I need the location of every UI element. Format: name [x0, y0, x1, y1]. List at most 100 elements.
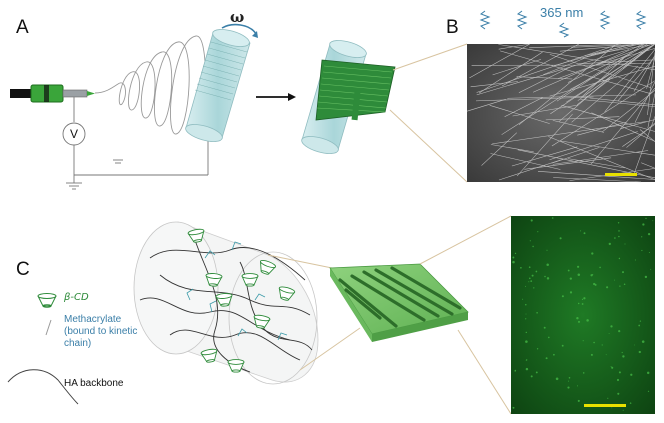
sem-fiber [567, 53, 630, 83]
sem-fiber [469, 43, 530, 79]
fluorescence-speck [648, 251, 650, 254]
sem-fiber [501, 43, 580, 87]
zoom-line-sheet-bottom [457, 329, 512, 415]
syringe-plunger [10, 89, 32, 98]
fluorescence-speck [569, 291, 573, 294]
sem-fiber [537, 171, 656, 180]
sem-fiber [492, 121, 647, 145]
sem-fiber [620, 119, 656, 130]
sem-fiber [617, 56, 656, 102]
voltage-circuit [62, 97, 209, 190]
zoom-line-top [392, 43, 468, 71]
sem-fiber [524, 157, 612, 170]
sem-fiber [498, 158, 564, 181]
fluorescence-speck [536, 312, 538, 314]
fluorescence-speck [546, 249, 548, 251]
fluorescence-speck [528, 281, 530, 283]
fluorescence-speck [559, 237, 562, 240]
fluorescence-speck [610, 325, 613, 328]
beta-cd-cup [187, 228, 205, 243]
fluorescence-speck [530, 280, 533, 282]
sem-fiber [512, 104, 578, 117]
sem-fiber [556, 43, 645, 102]
sem-fiber [489, 105, 550, 124]
fluorescence-speck [525, 331, 527, 334]
fluorescence-speck [644, 275, 648, 279]
fluorescence-speck [581, 303, 584, 305]
uv-wave-icon [516, 10, 528, 30]
sem-fiber [577, 121, 627, 136]
legend-methacrylate-2: (bound to kinetic [64, 326, 137, 337]
sem-fiber [470, 81, 518, 88]
zoom-line-cyl-top [267, 254, 333, 269]
zoom-line-bottom [389, 109, 468, 183]
sem-fiber [585, 43, 656, 96]
fluorescence-speck [530, 219, 533, 222]
fluorescence-speck [599, 266, 601, 269]
legend-methacrylate-3: chain) [64, 338, 91, 349]
fluorescence-speck [533, 287, 535, 289]
sem-fiber [566, 43, 656, 103]
sem-fiber [583, 43, 640, 58]
fluorescence-speck [605, 354, 607, 356]
rotation-arrow [221, 23, 257, 35]
fluorescence-speck [592, 274, 594, 276]
aligned-fiber-sheet [329, 263, 469, 342]
fluorescence-speck [569, 277, 572, 280]
fluorescence-speck [561, 344, 564, 347]
fluorescence-speck [580, 230, 582, 232]
fluorescence-speck [622, 355, 625, 358]
beta-cd-cup [215, 293, 233, 307]
sem-fiber [551, 147, 600, 164]
fluorescence-speck [608, 332, 610, 334]
fluorescence-speck [577, 302, 580, 305]
sem-fiber [498, 44, 656, 71]
sem-fiber [545, 116, 620, 121]
fluorescence-speck [591, 252, 594, 255]
fluorescence-speck [545, 357, 548, 360]
fluorescence-speck [576, 317, 579, 320]
fluorescence-speck [590, 274, 593, 277]
fluorescence-speck [641, 340, 645, 343]
sem-fiber [490, 153, 561, 170]
methacrylate-linkers [186, 241, 288, 341]
fluorescence-speck [618, 235, 620, 238]
fluorescence-speck [586, 319, 589, 322]
needle-tip [87, 91, 95, 96]
sem-fiber [561, 105, 656, 132]
fluorescence-speck [577, 273, 581, 276]
fluorescence-speck [543, 326, 546, 329]
rotation-arrowhead [252, 31, 258, 38]
uv-light-indicators [479, 10, 647, 38]
methacrylate-icon [45, 319, 52, 336]
fluorescence-speck [618, 371, 621, 374]
legend-beta-cd: β-CD [63, 292, 89, 303]
sem-fiber [559, 43, 646, 52]
fluorescence-speck [634, 344, 636, 346]
beta-cd-cup [205, 273, 223, 287]
fluorescence-scale-bar [584, 404, 626, 407]
voltage-symbol: V [70, 127, 78, 141]
sem-fiber [516, 76, 573, 80]
fluorescence-speck [645, 217, 647, 220]
fluorescence-speck [537, 231, 539, 233]
beta-cd-cups [187, 228, 296, 373]
uv-wave-icon [558, 22, 570, 38]
fluorescence-speck [583, 297, 586, 300]
collected-fiber-winding [194, 41, 248, 101]
fluorescence-speck [608, 242, 611, 246]
fluorescence-speck [512, 406, 515, 409]
sem-fiber [567, 158, 625, 169]
fluorescence-speck [638, 324, 641, 327]
fluorescence-speck [532, 245, 534, 248]
fluorescence-speck [530, 375, 533, 378]
sem-fiber [553, 44, 629, 66]
syringe [10, 84, 95, 103]
fluorescence-speck [617, 392, 620, 395]
sem-fiber [580, 99, 656, 107]
fluorescence-speck [577, 265, 580, 268]
sem-fiber [498, 43, 530, 50]
beta-cd-cup [200, 348, 218, 363]
zoom-line-sheet-top [419, 215, 512, 265]
